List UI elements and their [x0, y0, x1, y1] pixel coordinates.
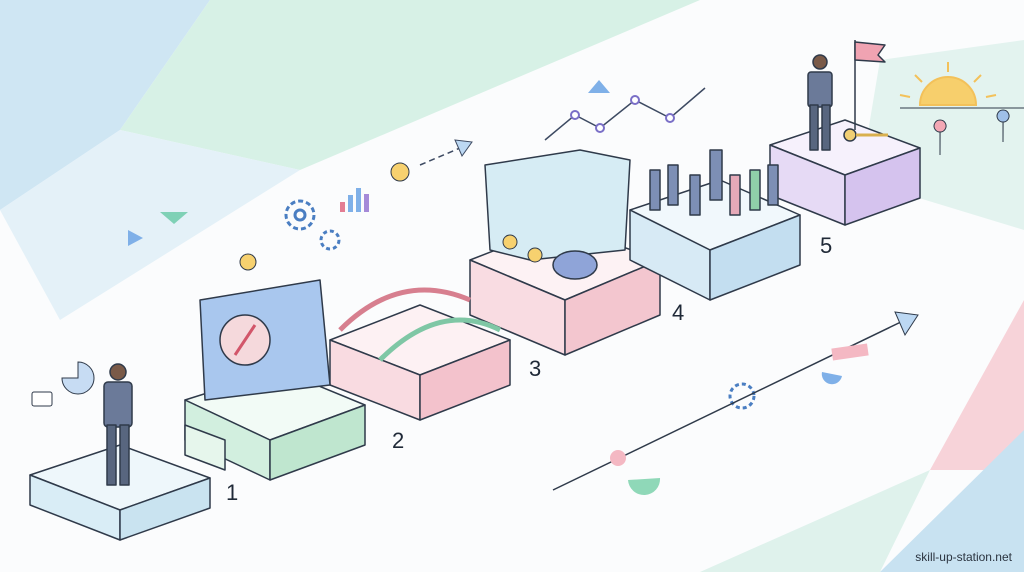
- step-number-1: 1: [226, 480, 239, 505]
- watermark: skill-up-station.net: [915, 550, 1012, 564]
- flag-icon: [854, 41, 886, 63]
- gear-icon: [284, 199, 756, 410]
- arrow-line: [419, 147, 461, 166]
- bg-shape: [0, 130, 300, 320]
- leader-figure: [103, 363, 133, 486]
- lightbulb-icon: [239, 162, 543, 271]
- step-number-3: 3: [529, 356, 542, 381]
- binoculars-icon: [552, 250, 598, 280]
- trend-line: [544, 87, 706, 141]
- step-3-platform: [329, 304, 511, 421]
- speech-bubble-icon: [31, 391, 53, 407]
- summit-platform: [769, 119, 921, 226]
- summit-figure: [807, 54, 833, 151]
- triangle-icon: [588, 80, 610, 93]
- step-number-2: 2: [392, 428, 405, 453]
- bg-shape: [930, 300, 1024, 470]
- bridge-icon: [338, 287, 471, 332]
- step-number-5: 5: [820, 233, 833, 258]
- progress-arrow: [552, 319, 906, 491]
- arrow-head-icon: [894, 311, 919, 337]
- bar-chart-icon: [340, 188, 369, 212]
- location-pin-icon: [933, 119, 947, 156]
- pie-chart-icon: [61, 361, 95, 395]
- triangle-icon: [128, 230, 143, 246]
- key-icon: [843, 128, 857, 142]
- sun-icon: [899, 62, 997, 106]
- bg-shape: [700, 470, 930, 572]
- bg-shape: [120, 0, 700, 170]
- bg-shape: [880, 430, 1024, 572]
- world-map-icon: [484, 149, 631, 261]
- team-group: [649, 149, 779, 216]
- triangle-icon: [160, 212, 188, 224]
- bg-shape: [0, 0, 210, 210]
- step-number-4: 4: [672, 300, 685, 325]
- location-pin-icon: [996, 109, 1010, 143]
- arrow-head-icon: [454, 139, 473, 158]
